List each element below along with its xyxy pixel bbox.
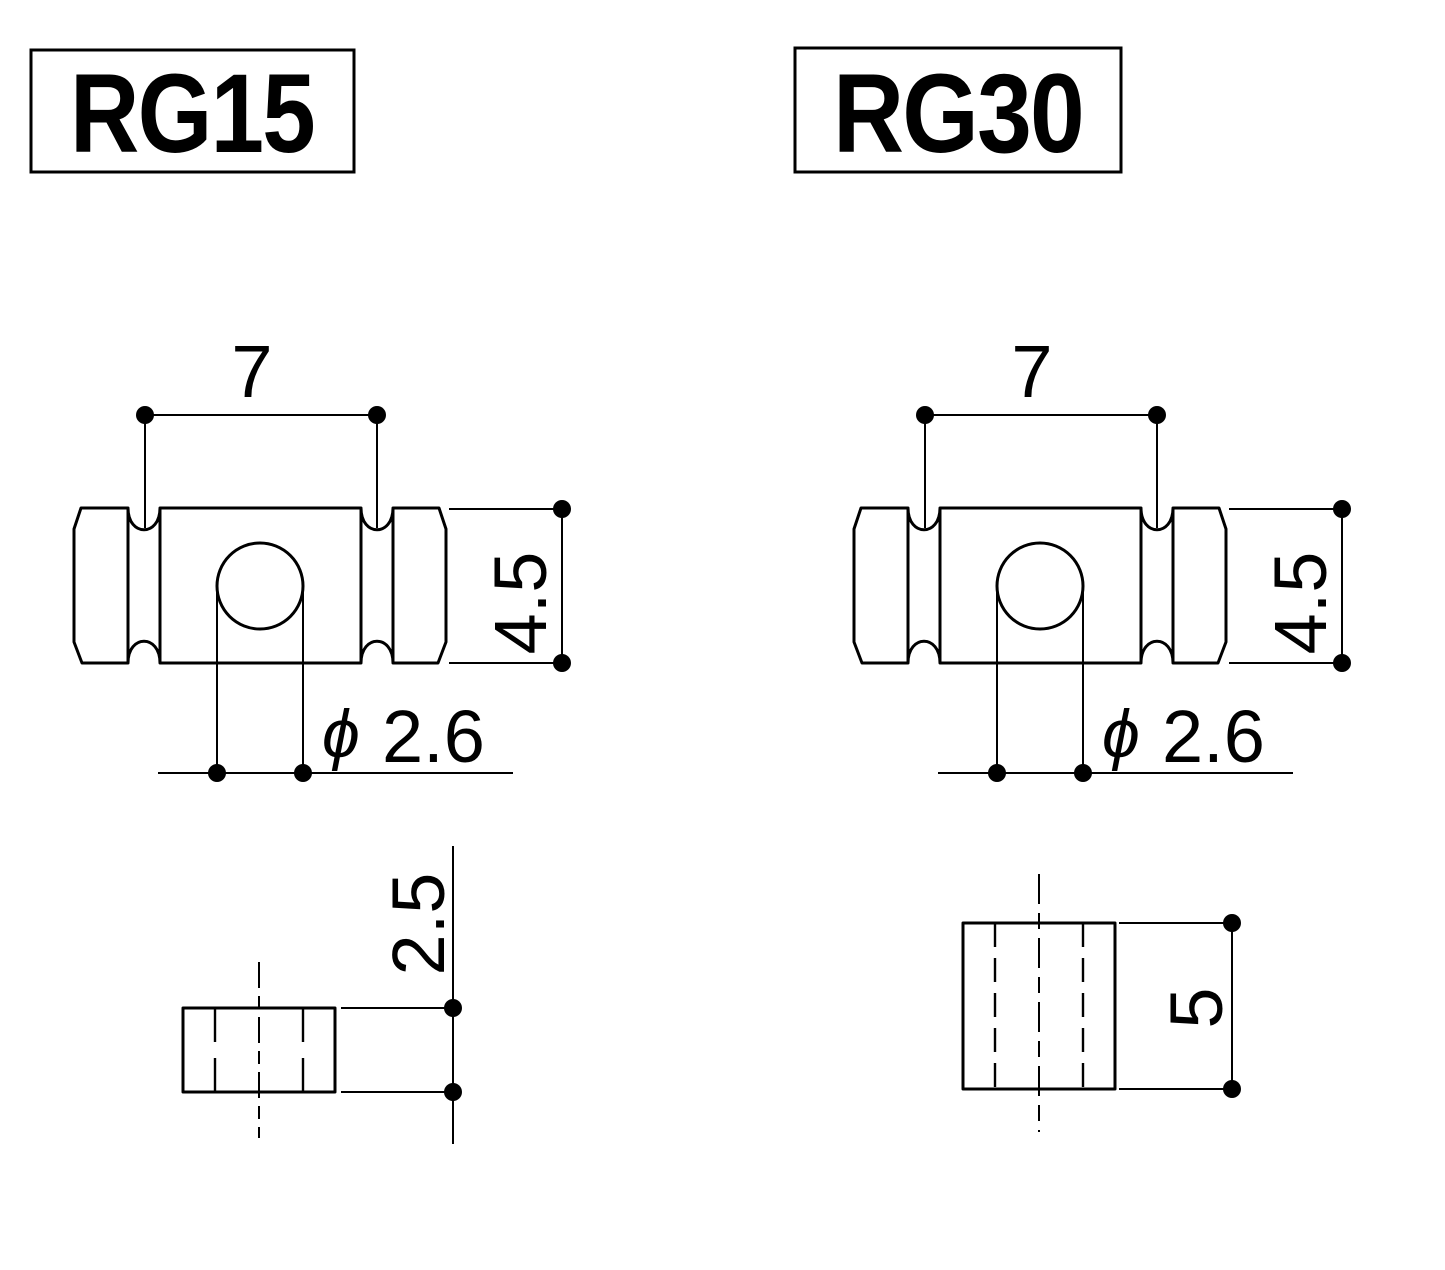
rg30-side-view: 5 [961, 874, 1241, 1132]
dimension-dot [444, 999, 462, 1017]
rg30-height-dimension-text: 4.5 [1259, 552, 1342, 655]
rg30-label-box [793, 46, 1123, 174]
rg15-spacing-dimension-text: 7 [231, 330, 272, 413]
rg30-hole-diameter-text: 2.6 [1162, 695, 1265, 778]
rg15-hole-diameter-symbol: ϕ [322, 696, 360, 772]
rg15-model-label: RG15 [70, 51, 314, 176]
rg30-model-label: RG30 [833, 51, 1083, 176]
dimension-dot [1223, 914, 1241, 932]
rg15-hole-diameter-text: 2.6 [382, 695, 485, 778]
rg15-side-view: 2.5 [181, 846, 462, 1144]
rg15-label-box [29, 48, 356, 174]
rg30-drawing: RG30 7 4.5 ϕ 2.6 5 [793, 46, 1353, 1132]
dimension-dot [444, 1083, 462, 1101]
rg30-spacing-dimension-text: 7 [1011, 330, 1052, 413]
rg15-drawing: RG15 7 4.5 ϕ 2.6 2.5 [29, 48, 573, 1144]
rg15-height-dimension-text: 4.5 [479, 552, 562, 655]
rg30-thickness-dimension-text: 5 [1155, 987, 1238, 1028]
rg30-hole-diameter-symbol: ϕ [1102, 696, 1140, 772]
dimension-dot [1223, 1080, 1241, 1098]
rg15-thickness-dimension-text: 2.5 [377, 873, 460, 976]
